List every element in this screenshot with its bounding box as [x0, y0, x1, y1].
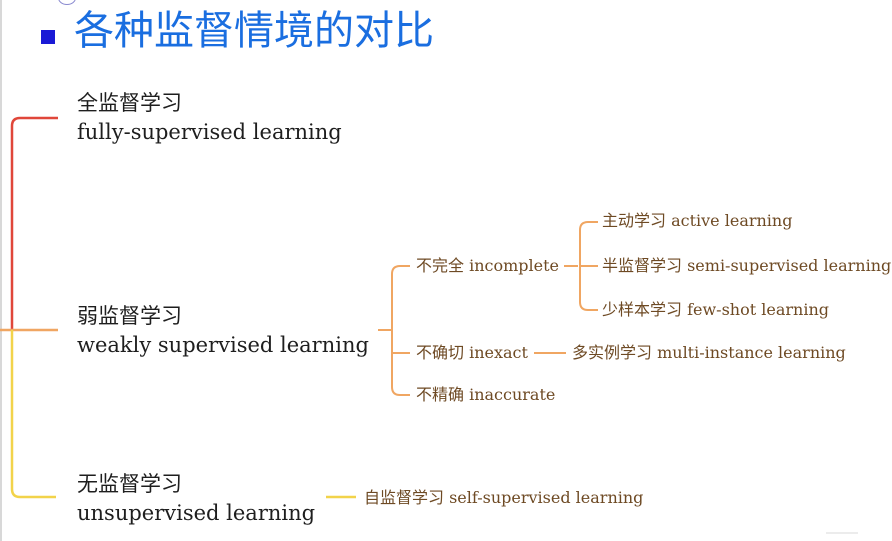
leaf-active-learning: 主动学习 active learning — [602, 211, 793, 230]
leaf-inexact: 不确切 inexact — [416, 343, 528, 362]
leaf-multi-instance: 多实例学习 multi-instance learning — [572, 343, 846, 362]
node-weakly-supervised: 弱监督学习 weakly supervised learning — [77, 302, 369, 360]
node-weakly-zh: 弱监督学习 — [77, 304, 182, 328]
connector-incomplete-children — [564, 221, 598, 311]
page-title: 各种监督情境的对比 — [74, 8, 434, 54]
node-weakly-en: weakly supervised learning — [77, 333, 369, 357]
leaf-semi-supervised: 半监督学习 semi-supervised learning — [602, 256, 892, 275]
node-unsupervised: 无监督学习 unsupervised learning — [77, 470, 315, 528]
connector-root-fully — [10, 116, 58, 330]
leaf-few-shot: 少样本学习 few-shot learning — [602, 300, 829, 319]
leaf-incomplete: 不完全 incomplete — [416, 256, 560, 275]
decorative-divider — [826, 532, 858, 534]
node-fully-en: fully-supervised learning — [77, 120, 342, 144]
node-unsupervised-en: unsupervised learning — [77, 501, 316, 525]
connector-root-unsupervised — [10, 330, 56, 499]
connector-weakly-children — [378, 265, 410, 396]
node-unsupervised-zh: 无监督学习 — [77, 472, 182, 496]
title-bullet-icon — [41, 30, 55, 44]
node-fully-supervised: 全监督学习 fully-supervised learning — [77, 89, 342, 147]
page-left-border — [0, 0, 2, 541]
leaf-self-supervised: 自监督学习 self-supervised learning — [364, 488, 644, 507]
leaf-inaccurate: 不精确 inaccurate — [416, 385, 556, 404]
node-fully-zh: 全监督学习 — [77, 91, 182, 115]
